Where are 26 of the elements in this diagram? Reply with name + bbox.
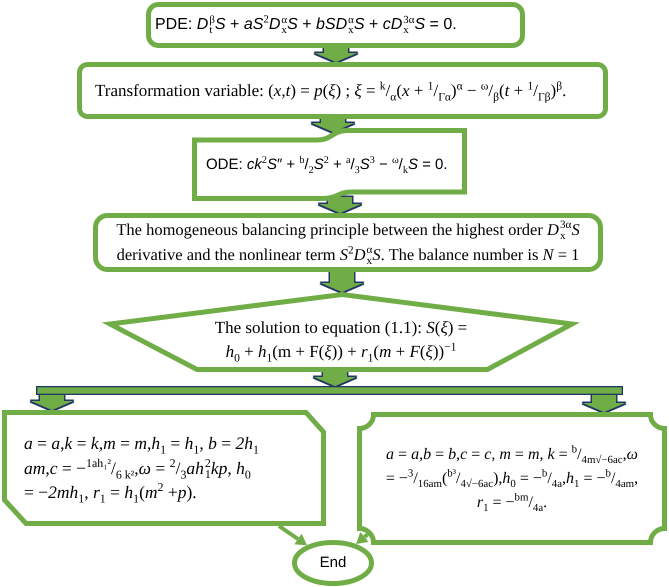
arrow bbox=[356, 532, 369, 544]
equation-text: ODE: ck$^{2}$S″ + $^{b}$/$_{2}$S$^{2}$ + $^{a}$/$_{3}$S$^{3}$ − $^{ω}$/$_{k}$S = 0. bbox=[206, 154, 448, 177]
block-arrow bbox=[314, 372, 356, 386]
snipped-corner-box bbox=[2, 410, 326, 526]
block-arrow bbox=[31, 395, 73, 410]
process-box bbox=[93, 213, 603, 272]
block-arrow bbox=[583, 395, 625, 412]
parameter-text: a = a,b = b,c = c, m = m, k = $^{b}$/$_{4m√−6ac}$,ω = −$^{3}$/$_{16am}$($^{b³}$/$_{4√−6ac}$),h$_{0}$ = −$^{b}$/$_{4a}$,h$_{1}$ = −$^{b}$/$_{4am}$, r$_{1}$ = −$^{bm}$/$_{4a}$. bbox=[384, 442, 640, 514]
transformation-text: Transformation variable: (x,t) = p(ξ) ; ξ = $^{k}$/$_{α}$(x + $^{1}$/$_{Γα}$)$^{α}$ − $^{ω}$/$_{β}$(t + $^{1}$/$_{Γβ}$)$^{β}$. bbox=[95, 78, 566, 104]
solution-text: The solution to equation (1.1): S(ξ) = h$_{0}$ + h$_{1}$(m + F(ξ)) + r$_{1}$(m + F(ξ))$^{−1}$ bbox=[214, 317, 468, 364]
plaque-box bbox=[357, 412, 667, 545]
hexagon-box bbox=[101, 292, 581, 372]
split-bar bbox=[36, 386, 623, 395]
block-arrow bbox=[312, 119, 354, 132]
terminal-ellipse bbox=[292, 540, 374, 586]
block-arrow bbox=[315, 48, 357, 62]
parameter-text: a = a,k = k,m = m,h$_{1}$ = h$_{1}$, b = 2h$_{1}$ am,c = −$^{1ah₁²}$/$_{6 k²}$,ω = $^{2}$/$_{3}$ah$_{1}$$^{2}$kp, h$_{0}$ = −2mh$_{1}$, r$_{1}$ = h$_{1}$(m$^{2}$ +p). bbox=[24, 432, 260, 505]
block-arrow bbox=[321, 272, 363, 292]
wavy-box bbox=[192, 127, 467, 201]
arrow bbox=[278, 524, 308, 546]
process-box bbox=[77, 62, 608, 119]
process-box bbox=[146, 2, 525, 48]
equation-text: PDE: D$_{t}$$^{β}$S + aS$^{2}$D$_{x}$$^{α}$S + bSD$_{x}$$^{α}$S + cD$_{x}$$^{3α}$S = 0. bbox=[155, 13, 457, 37]
description-text: The homogeneous balancing principle between the highest order D$_{x}$$^{3α}$S derivative and the nonlinear term S$^{2}$D$_{x}$$^{α}$S. The balance number is N = 1 bbox=[115, 218, 581, 268]
block-arrow bbox=[319, 197, 361, 213]
end-label: End bbox=[320, 553, 346, 573]
